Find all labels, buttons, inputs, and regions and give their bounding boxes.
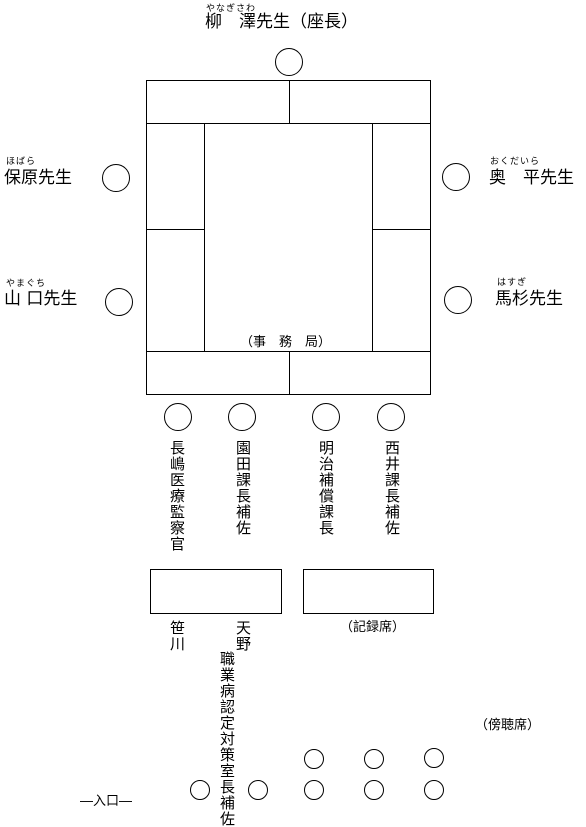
staff-name: 笹川 — [168, 620, 186, 652]
right-lower-name: 馬杉先生 — [495, 289, 563, 309]
left-lower-name: 山 口先生 — [4, 289, 78, 309]
left-lower-ruby: やまぐち — [6, 279, 47, 289]
gallery-seat — [364, 780, 384, 800]
official-seat — [312, 403, 340, 431]
staff-name-line2: 職業病認定対策室長補佐 — [218, 651, 236, 827]
chair-ruby: やなぎさわ — [206, 4, 257, 14]
record-table — [303, 569, 434, 614]
table-divider — [372, 229, 431, 230]
staff-name-line1: 天野 — [234, 620, 252, 652]
gallery-label: （傍聴席） — [475, 718, 541, 733]
gallery-seat — [304, 780, 324, 800]
left-upper-ruby: ほばら — [6, 157, 37, 167]
table-divider — [289, 351, 290, 395]
official-name: 西井課長補佐 — [383, 440, 401, 536]
right-lower-seat — [444, 286, 472, 314]
gallery-seat — [424, 748, 444, 768]
table-divider — [289, 80, 290, 124]
staff-table — [150, 569, 282, 614]
conference-table — [146, 80, 431, 395]
left-upper-name: 保原先生 — [4, 168, 72, 188]
table-divider — [204, 123, 205, 352]
gallery-seat — [304, 749, 324, 769]
gallery-seat — [424, 780, 444, 800]
official-name: 長嶋医療監察官 — [168, 440, 186, 552]
left-lower-seat — [105, 288, 133, 316]
official-seat — [228, 403, 256, 431]
left-upper-seat — [102, 164, 130, 192]
table-divider — [146, 229, 205, 230]
right-upper-ruby: おくだいら — [490, 157, 541, 167]
official-seat — [377, 403, 405, 431]
chair-name: 柳 澤先生（座長） — [205, 12, 358, 32]
record-seat-label: （記録席） — [340, 620, 406, 635]
right-lower-ruby: はすぎ — [497, 278, 528, 288]
right-upper-name: 奥 平先生 — [489, 168, 574, 188]
official-name: 明治補償課長 — [317, 440, 335, 536]
right-upper-seat — [442, 163, 470, 191]
gallery-seat — [364, 749, 384, 769]
official-name: 園田課長補佐 — [234, 440, 252, 536]
gallery-seat — [248, 780, 268, 800]
table-divider — [372, 123, 373, 352]
gallery-seat — [190, 780, 210, 800]
table-divider — [146, 351, 431, 352]
secretariat-label: （事 務 局） — [240, 335, 332, 350]
official-seat — [164, 403, 192, 431]
chair-seat — [275, 48, 303, 76]
table-divider — [146, 123, 431, 124]
entrance-label: ―入口― — [80, 794, 133, 809]
